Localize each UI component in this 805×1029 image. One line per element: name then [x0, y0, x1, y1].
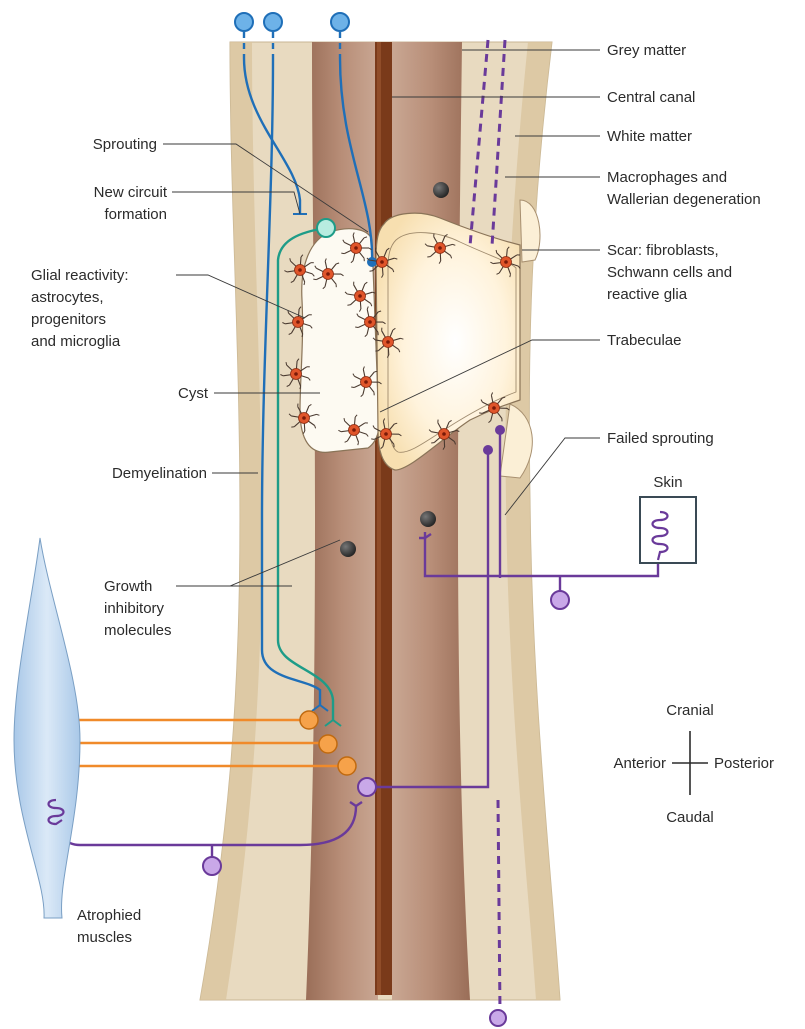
atrophied-muscle: [14, 538, 80, 918]
compass-cranial: Cranial: [666, 702, 714, 719]
label-skin: Skin: [653, 474, 682, 491]
label-sprouting: Sprouting: [93, 136, 157, 153]
label-growth-2: inhibitory: [104, 600, 165, 617]
label-grey-matter: Grey matter: [607, 42, 686, 59]
label-glial-2: astrocytes,: [31, 289, 104, 306]
label-glial-4: and microglia: [31, 333, 121, 350]
label-macrophages-1: Macrophages and: [607, 169, 727, 186]
label-atrophied-2: muscles: [77, 929, 132, 946]
label-glial-3: progenitors: [31, 311, 106, 328]
label-atrophied-1: Atrophied: [77, 907, 141, 924]
label-white-matter: White matter: [607, 128, 692, 145]
label-central-canal: Central canal: [607, 89, 695, 106]
compass-anterior: Anterior: [613, 755, 666, 772]
compass-posterior: Posterior: [714, 755, 774, 772]
label-growth-1: Growth: [104, 578, 152, 595]
label-scar-3: reactive glia: [607, 286, 688, 303]
sprouting-neuron: [317, 219, 335, 237]
label-macrophages-2: Wallerian degeneration: [607, 191, 761, 208]
label-growth-3: molecules: [104, 622, 172, 639]
orientation-compass: Cranial Caudal Anterior Posterior: [613, 702, 774, 826]
grey-matter-left: [306, 42, 378, 1000]
label-scar-2: Schwann cells and: [607, 264, 732, 281]
label-failed-sprouting: Failed sprouting: [607, 430, 714, 447]
label-demyelination: Demyelination: [112, 465, 207, 482]
label-trabeculae: Trabeculae: [607, 332, 682, 349]
label-scar-1: Scar: fibroblasts,: [607, 242, 719, 259]
label-new-circuit-1: New circuit: [94, 184, 168, 201]
compass-caudal: Caudal: [666, 809, 714, 826]
label-cyst: Cyst: [178, 385, 209, 402]
label-glial-1: Glial reactivity:: [31, 267, 129, 284]
label-new-circuit-2: formation: [104, 206, 167, 223]
